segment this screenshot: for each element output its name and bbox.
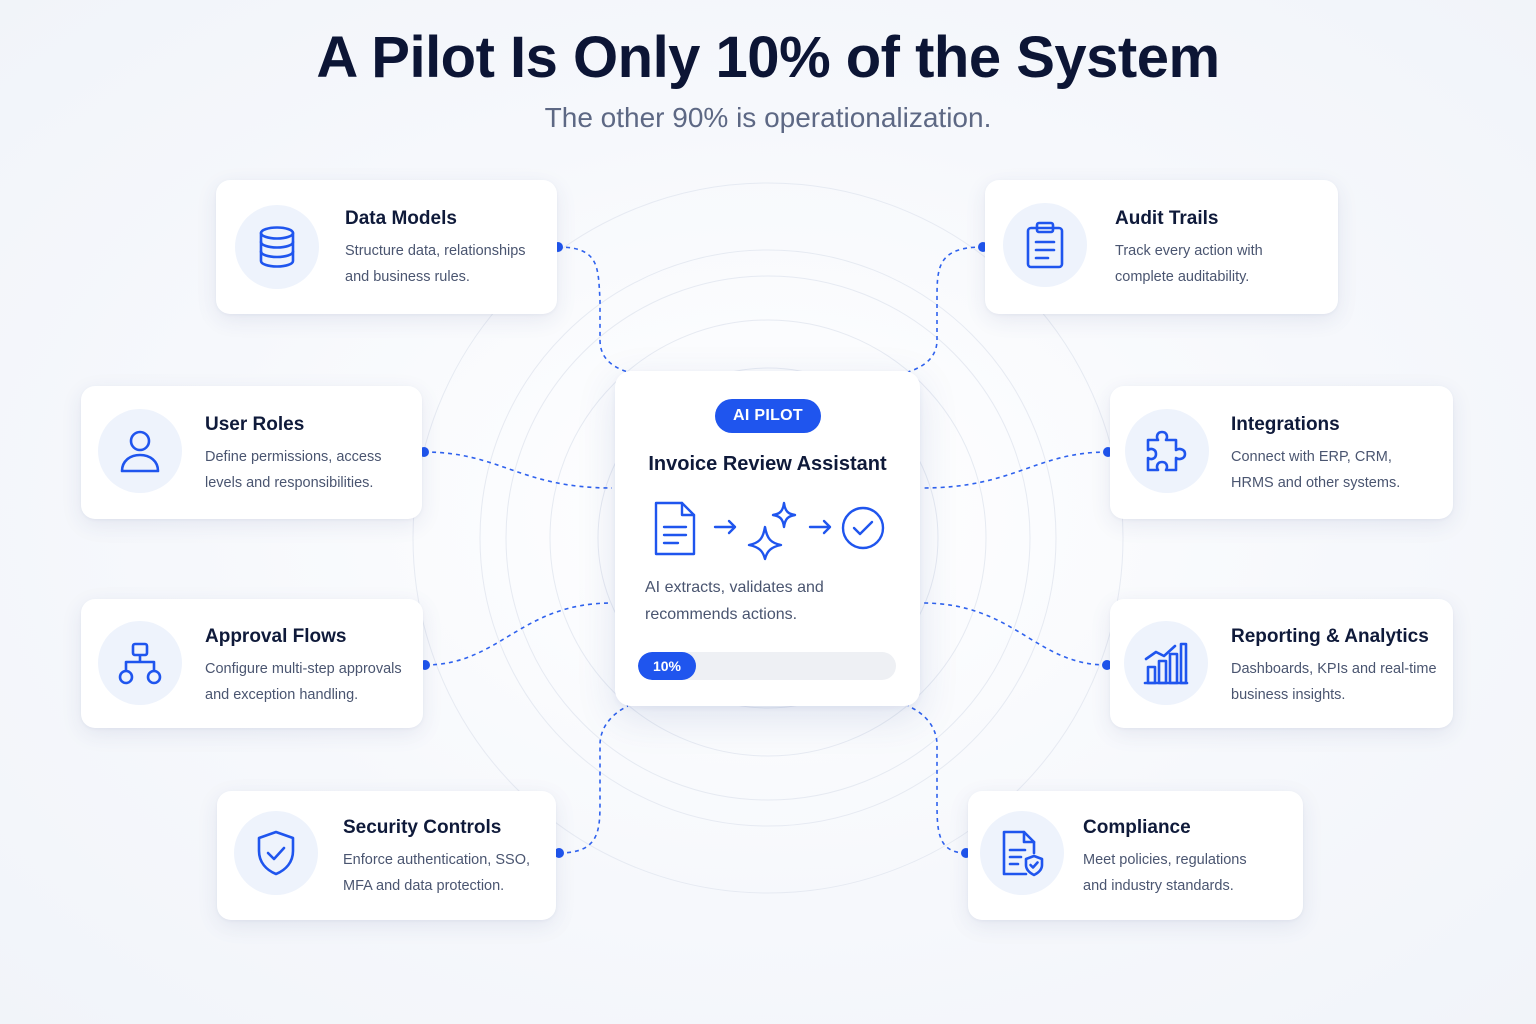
ai-pilot-card: AI PILOT Invoice Review Assistant [615,371,920,706]
user-icon [120,430,160,473]
pilot-flow [653,499,893,566]
card-security-controls: Security Controls Enforce authentication… [217,791,556,920]
check-circle-icon [841,506,885,550]
card-description: Connect with ERP, CRM, HRMS and other sy… [1231,449,1401,491]
database-icon [259,226,295,268]
connector-user-roles [423,451,613,489]
connector-dot [1102,660,1112,670]
card-description: Dashboards, KPIs and real-time business … [1231,661,1437,703]
ai-pilot-badge: AI PILOT [715,399,821,433]
card-integrations: Integrations Connect with ERP, CRM, HRMS… [1110,386,1453,519]
card-title: User Roles [205,414,305,435]
card-audit-trails: Audit Trails Track every action with com… [985,180,1338,314]
card-compliance: Compliance Meet policies, regulations an… [968,791,1303,920]
card-user-roles: User Roles Define permissions, access le… [81,386,422,519]
card-title: Data Models [345,208,457,229]
connector-approval-flows [424,602,613,666]
puzzle-icon [1146,430,1187,472]
card-reporting-analytics: Reporting & Analytics Dashboards, KPIs a… [1110,599,1453,728]
page-subtitle: The other 90% is operationalization. [544,102,992,133]
card-data-models: Data Models Structure data, relationship… [216,180,557,314]
card-description: Structure data, relationships and busine… [345,243,526,285]
arrow-right-icon [808,519,832,535]
card-title: Reporting & Analytics [1231,626,1429,647]
connector-reporting [921,602,1108,666]
document-shield-icon [1002,830,1044,877]
card-description: Enforce authentication, SSO, MFA and dat… [343,852,530,894]
card-description: Configure multi-step approvals and excep… [205,661,402,703]
connector-data-models [557,246,629,373]
connector-compliance [907,705,967,854]
pilot-description: AI extracts, validates and recommends ac… [645,579,824,623]
card-title: Compliance [1083,817,1191,838]
arrow-right-icon [713,519,737,535]
card-title: Integrations [1231,414,1340,435]
progress-fill [638,652,696,680]
progress-label: 10% [652,658,682,674]
shield-check-icon [257,830,295,876]
document-icon [654,501,696,556]
pilot-title: Invoice Review Assistant [648,453,887,475]
card-description: Meet policies, regulations and industry … [1083,852,1247,894]
card-description: Define permissions, access levels and re… [205,449,382,491]
card-description: Track every action with complete auditab… [1115,243,1263,285]
card-title: Security Controls [343,817,502,838]
sparkles-icon [747,501,797,561]
page-title: A Pilot Is Only 10% of the System [316,25,1220,90]
clipboard-icon [1026,221,1064,269]
pilot-progress-bar: 10% [638,652,896,680]
card-title: Audit Trails [1115,208,1219,229]
connector-integrations [921,451,1109,489]
card-title: Approval Flows [205,626,347,647]
connector-audit-trails [907,246,984,373]
org-chart-icon [118,642,162,685]
connector-security [558,705,629,854]
card-approval-flows: Approval Flows Configure multi-step appr… [81,599,423,728]
bar-chart-icon [1143,642,1189,685]
connector-dot [554,848,564,858]
